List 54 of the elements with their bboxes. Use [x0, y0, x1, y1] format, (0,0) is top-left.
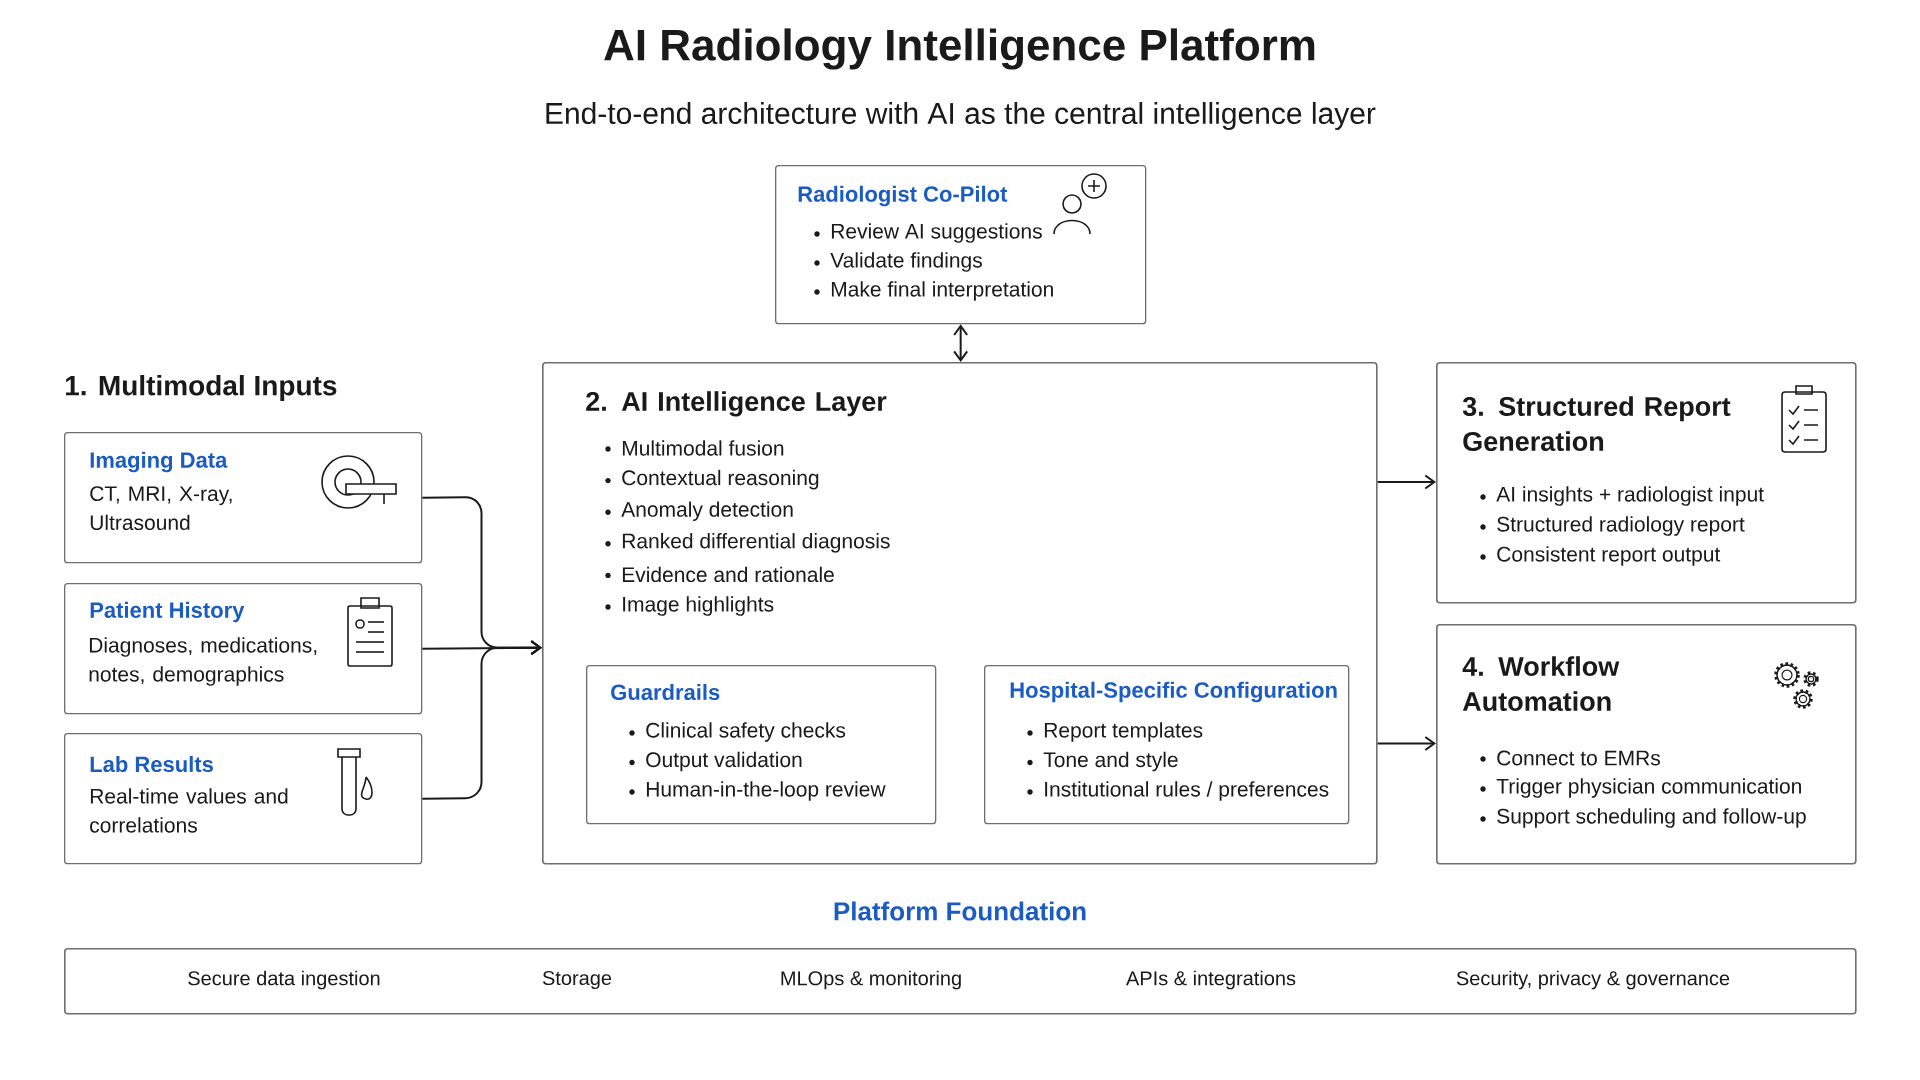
card-title: Radiologist Co-Pilot — [798, 185, 1008, 207]
card — [1436, 624, 1857, 865]
bullet-item: Structured radiology report — [1480, 516, 1745, 536]
bullet-item: AI insights + radiologist input — [1480, 486, 1764, 506]
card-title: Hospital-Specific Configuration — [1010, 681, 1337, 703]
arrow — [1376, 474, 1436, 490]
card — [775, 165, 1147, 325]
foundation-item: Secure data ingestion — [188, 970, 380, 990]
card-title: Patient History — [90, 601, 245, 623]
bullet-item: Make final interpretation — [814, 281, 1053, 301]
bullet-item: Consistent report output — [1480, 546, 1721, 566]
bullet-item: Support scheduling and follow-up — [1480, 808, 1806, 828]
bullet-item: Tone and style — [1027, 751, 1178, 772]
card-title: Lab Results — [90, 755, 213, 773]
card — [586, 665, 937, 825]
bullet-item: Human-in-the-loop review — [629, 781, 886, 801]
card — [984, 665, 1350, 825]
bullet-item: Anomaly detection — [605, 501, 793, 521]
section-heading: 1. Multimodal Inputs — [65, 374, 337, 402]
arrow — [1376, 736, 1436, 751]
bullet-item: Output validation — [629, 751, 802, 772]
card-title: Imaging Data — [90, 451, 228, 473]
card-text: Diagnoses, medications, notes, demographics — [89, 637, 317, 686]
section-heading: 2. AI Intelligence Layer — [586, 391, 887, 417]
bullet-item: Clinical safety checks — [629, 722, 846, 742]
bullet-item: Ranked differential diagnosis — [605, 533, 890, 553]
foundation-item: APIs & integrations — [1126, 970, 1296, 990]
title: AI Radiology Intelligence Platform — [604, 28, 1315, 70]
subtitle: End-to-end architecture with AI as the central intelligence layer — [546, 102, 1376, 130]
section-heading: Platform Foundation — [834, 901, 1086, 921]
foundation-item: MLOps & monitoring — [781, 970, 961, 990]
bullet-item: Multimodal fusion — [605, 440, 784, 456]
bullet-item: Image highlights — [605, 596, 774, 616]
foundation-item: Storage — [542, 970, 612, 990]
section-heading: 3. Structured Report Generation — [1462, 396, 1731, 452]
bullet-item: Review AI suggestions — [814, 223, 1042, 243]
card-text: Real-time values and correlations — [90, 788, 288, 833]
bullet-item: Evidence and rationale — [605, 566, 834, 583]
arrow — [421, 640, 542, 800]
arrow — [953, 324, 969, 362]
section-heading: 4. Workflow Automation — [1462, 656, 1620, 712]
bullet-item: Validate findings — [814, 252, 982, 272]
bullet-item: Institutional rules / preferences — [1027, 781, 1329, 801]
card — [1436, 362, 1857, 604]
card-text: CT, MRI, X-ray, Ultrasound — [90, 486, 232, 531]
bullet-item: Contextual reasoning — [605, 469, 819, 490]
card — [64, 432, 423, 564]
bullet-item: Report templates — [1027, 722, 1203, 742]
bullet-item: Trigger physician communication — [1480, 778, 1801, 798]
foundation-item: Security, privacy & governance — [1456, 970, 1730, 990]
card — [64, 733, 423, 865]
bullet-item: Connect to EMRs — [1480, 750, 1660, 766]
card — [64, 583, 423, 715]
card-title: Guardrails — [611, 683, 720, 701]
